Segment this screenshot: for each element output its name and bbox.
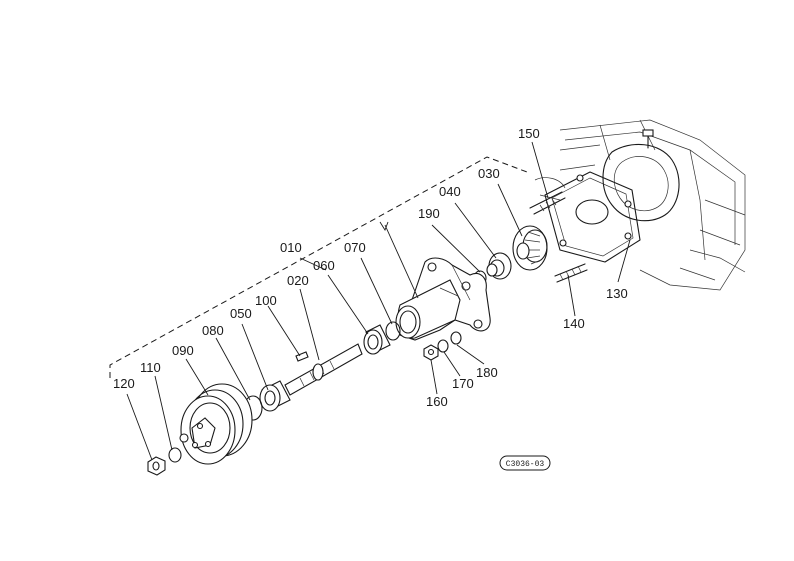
pump-body	[395, 257, 491, 341]
callout-100: 100	[255, 293, 277, 308]
leader-lines	[126, 141, 631, 461]
drawing-code: C3036-03	[506, 460, 545, 469]
assembly-boundary	[109, 156, 528, 378]
part-030-impeller	[512, 225, 548, 271]
part-070-snap-ring	[385, 321, 401, 341]
callout-190: 190	[418, 206, 440, 221]
part-060-bearing	[363, 324, 391, 355]
part-100-key	[295, 351, 309, 362]
callout-030: 030	[478, 166, 500, 181]
part-140-stud	[554, 263, 588, 283]
callout-150: 150	[518, 126, 540, 141]
part-150-stud	[529, 191, 566, 215]
part-170-washer	[437, 339, 449, 353]
callout-160: 160	[426, 394, 448, 409]
part-040-seal	[486, 252, 512, 280]
callout-080: 080	[202, 323, 224, 338]
callout-170: 170	[452, 376, 474, 391]
part-090-pulley	[179, 383, 253, 465]
callout-050: 050	[230, 306, 252, 321]
callout-020: 020	[287, 273, 309, 288]
callout-090: 090	[172, 343, 194, 358]
callout-070: 070	[344, 240, 366, 255]
callout-120: 120	[113, 376, 135, 391]
callout-040: 040	[439, 184, 461, 199]
part-020-shaft	[284, 343, 363, 396]
part-120-nut	[147, 456, 166, 476]
drawing-code-badge: C3036-03	[499, 455, 551, 471]
part-160-nut	[423, 344, 439, 361]
bolt-top	[642, 129, 654, 137]
callout-130: 130	[606, 286, 628, 301]
callout-110: 110	[140, 360, 161, 375]
callout-140: 140	[563, 316, 585, 331]
callout-060: 060	[313, 258, 335, 273]
part-110-washer	[168, 447, 182, 463]
part-130-gasket	[544, 171, 641, 263]
engine-block-outline	[534, 119, 746, 291]
part-180-washer	[450, 331, 462, 345]
callout-010: 010	[280, 240, 302, 255]
callout-180: 180	[476, 365, 498, 380]
part-050-bearing	[259, 380, 291, 412]
